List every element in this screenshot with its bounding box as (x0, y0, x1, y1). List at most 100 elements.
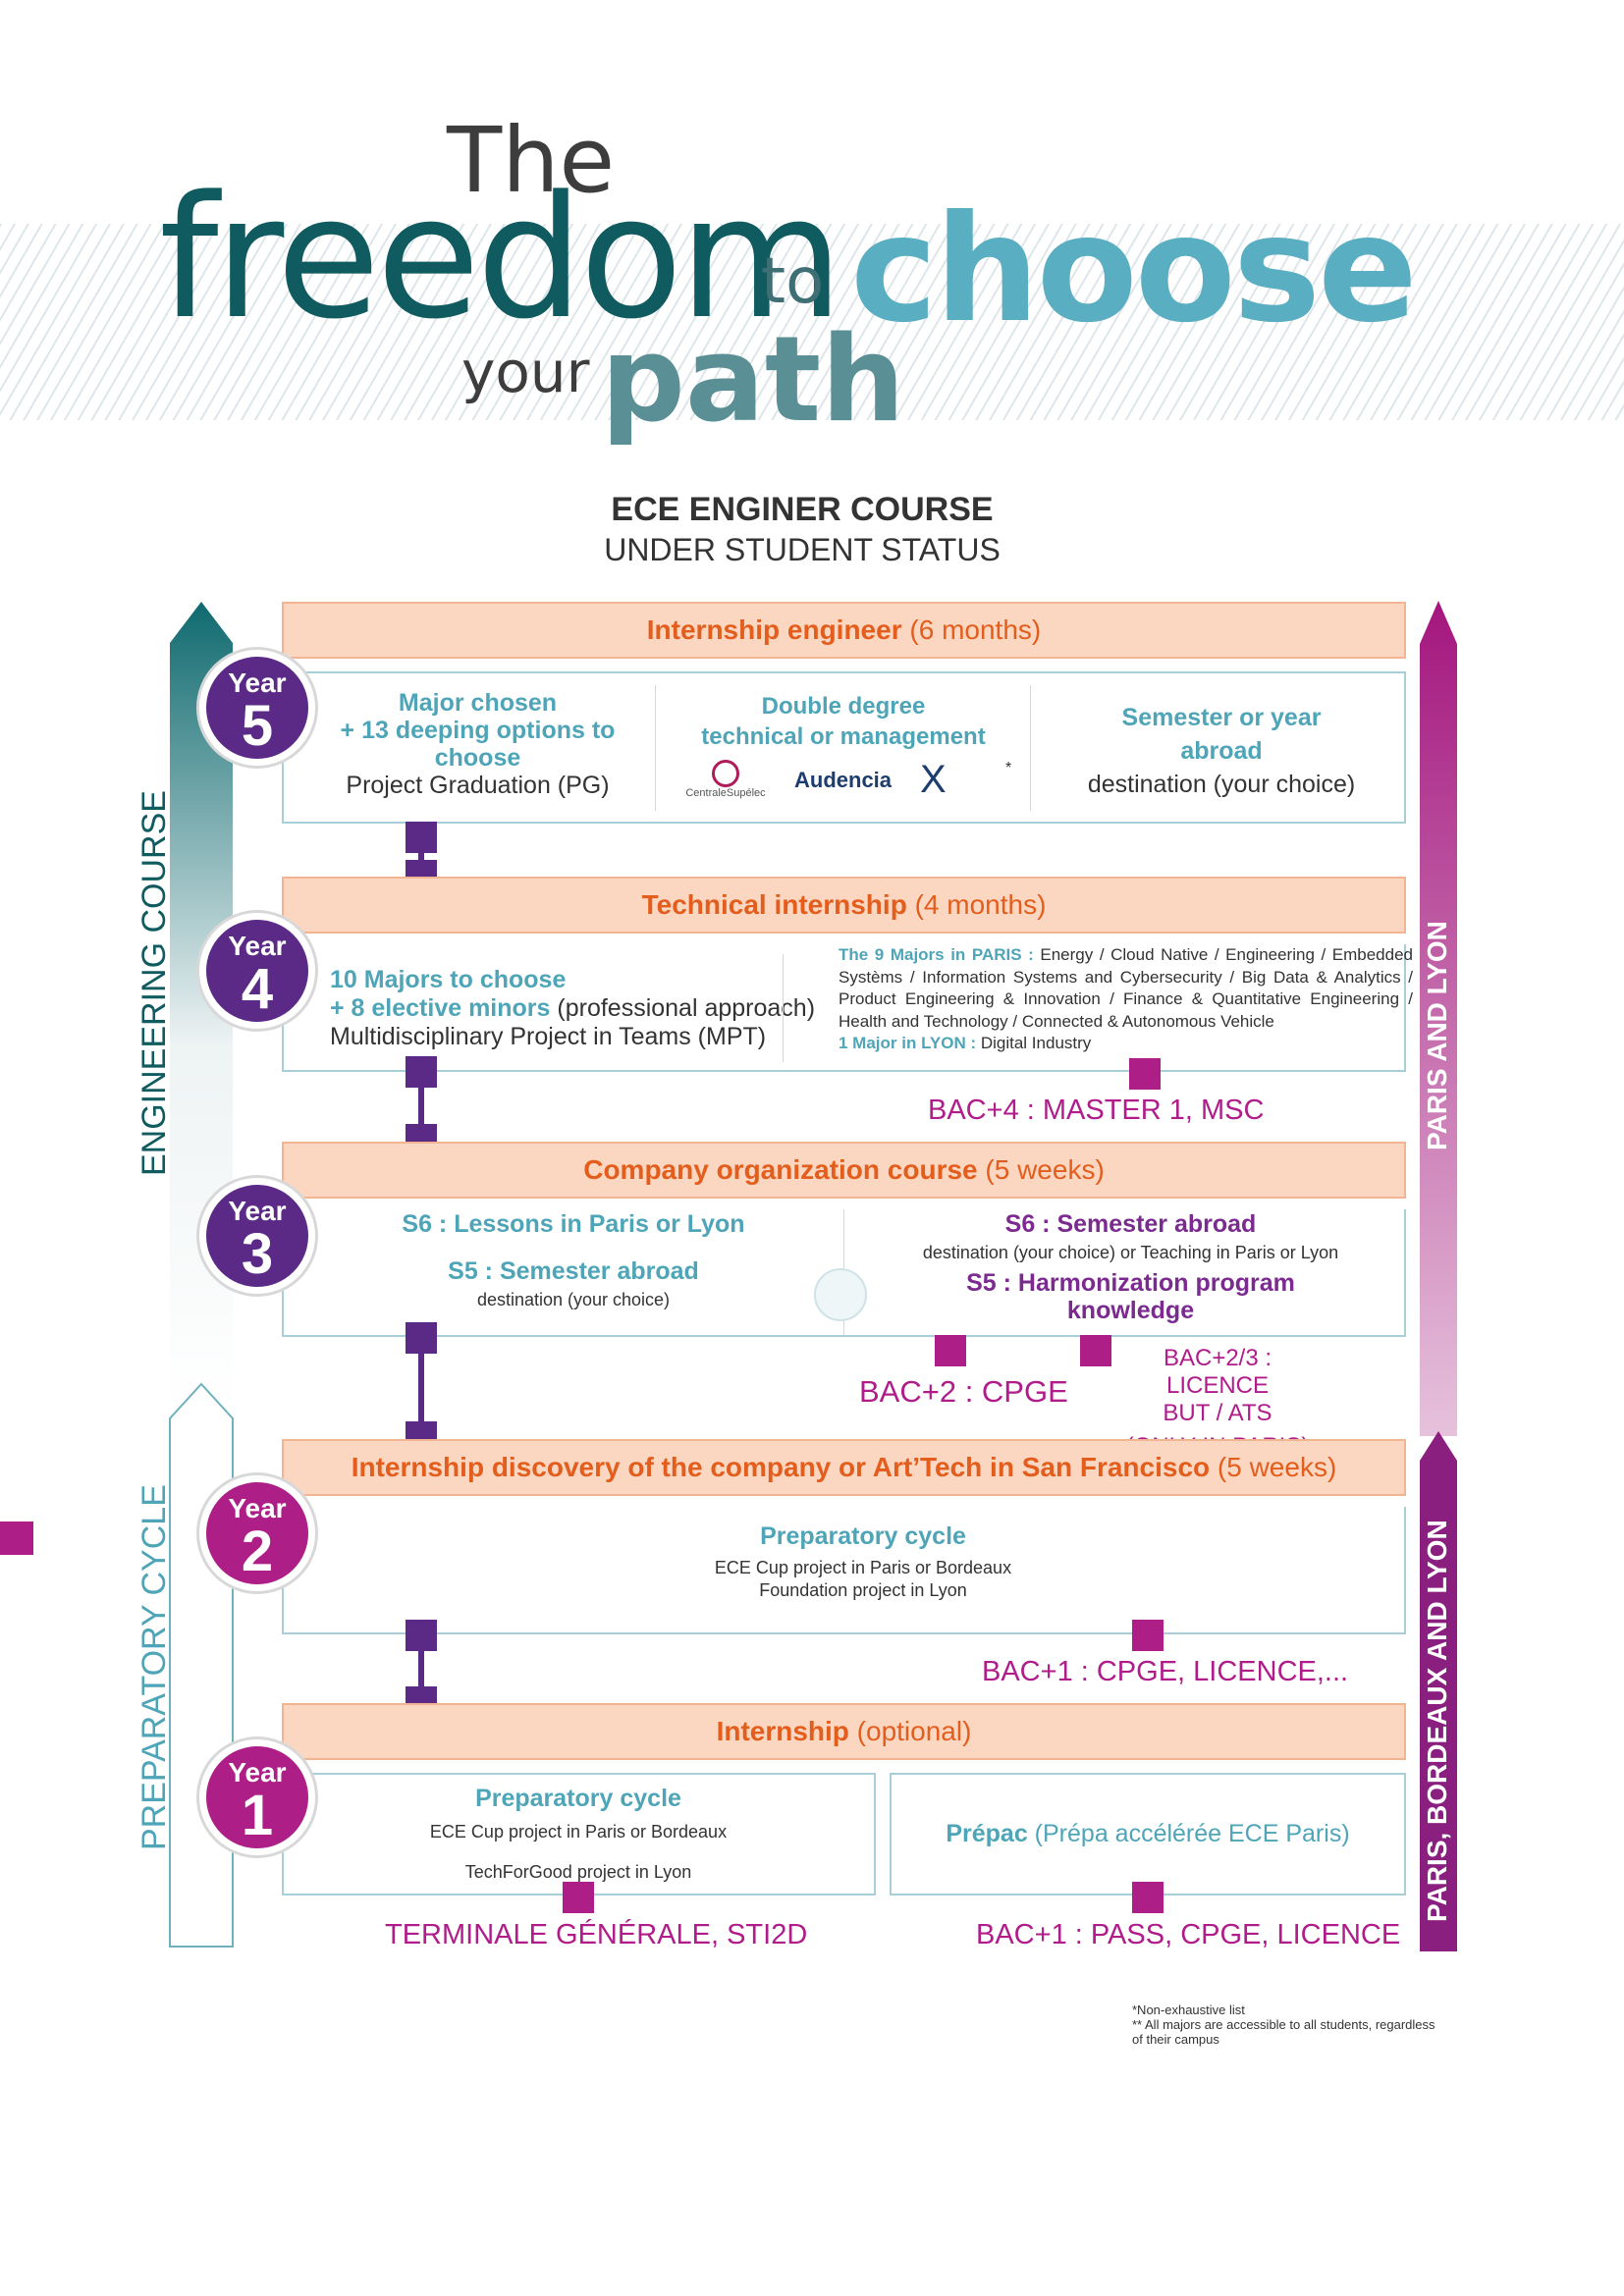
year4-left: 10 Majors to choose + 8 elective minors … (330, 966, 840, 1051)
year2-bar: Internship discovery of the company or A… (282, 1439, 1406, 1496)
label-preparatory-cycle: PREPARATORY CYCLE (135, 1484, 173, 1850)
year1-entry-left: TERMINALE GÉNÉRALE, STI2D (385, 1919, 808, 1950)
year1-left-marker (563, 1882, 594, 1913)
year5-bar: Internship engineer (6 months) (282, 602, 1406, 659)
logo-audencia: Audencia (794, 768, 893, 792)
year3-s5-harmonization: S5 : Harmonization program (966, 1269, 1295, 1297)
year4-badge-label: Year (228, 931, 287, 961)
logo-x: X (920, 758, 947, 801)
title-path: path (601, 312, 905, 449)
year3-s6-abroad: S6 : Semester abroad (1004, 1210, 1257, 1238)
year5-badge: Year 5 (199, 650, 315, 766)
year1-left-box: Preparatory cycle ECE Cup project in Par… (282, 1773, 876, 1896)
title-hatch-band (0, 224, 1624, 420)
year3-entry2-licence: BAC+2/3 : LICENCE (1163, 1345, 1272, 1399)
year5-major-chosen: Major chosen (398, 689, 558, 717)
year4-mpt: Multidisciplinary Project in Teams (MPT) (330, 1023, 767, 1050)
year5-tech-mgmt: technical or management (701, 723, 986, 750)
connector-3-2-line (418, 1347, 424, 1425)
connector-2-1-line (418, 1644, 424, 1691)
globe-icon (814, 1268, 867, 1321)
course-title: ECE ENGINER COURSE (611, 491, 994, 528)
label-paris-bordeaux-lyon: PARIS, BORDEAUX AND LYON (1422, 1520, 1452, 1922)
year2-content: Preparatory cycle ECE Cup project in Par… (578, 1521, 1148, 1601)
year1-techforgood: TechForGood project in Lyon (464, 1862, 692, 1882)
edge-marker (0, 1522, 33, 1555)
year4-divider (783, 954, 784, 1062)
year4-badge-number: 4 (241, 957, 274, 1021)
year4-minors: + 8 elective minors (professional approa… (330, 994, 816, 1022)
year3-entry1-marker (935, 1335, 966, 1366)
year5-semester-abroad: Semester or year (1121, 704, 1322, 731)
year3-s6-lessons: S6 : Lessons in Paris or Lyon (402, 1210, 745, 1238)
right-arrow-graphic (1420, 601, 1457, 1951)
title-choose: choose (850, 185, 1418, 355)
title-the: The (447, 108, 616, 213)
year1-right-marker (1132, 1882, 1164, 1913)
year4-box: 10 Majors to choose + 8 elective minors … (282, 944, 1413, 1072)
connector-5-4-line (418, 844, 424, 872)
year2-badge-label: Year (228, 1493, 287, 1523)
title-your: your (461, 339, 590, 405)
year3-badge-label: Year (228, 1196, 287, 1226)
year5-options: + 13 deeping options to (340, 717, 616, 744)
year5-asterisk: * (1005, 760, 1012, 776)
year2-foundation: Foundation project in Lyon (759, 1580, 967, 1600)
year5-col1: Major chosen + 13 deeping options to cho… (313, 689, 642, 799)
logo-centrale-text: CentraleSupélec (685, 787, 766, 799)
footnote-3: of their campus (1132, 2032, 1219, 2047)
course-subtitle: UNDER STUDENT STATUS (604, 532, 1001, 567)
year1-prepac: Prépac (Prépa accélérée ECE Paris) (946, 1820, 1350, 1847)
year3-s5-destination: destination (your choice) (476, 1290, 671, 1309)
year3-badge: Year 3 (199, 1178, 315, 1294)
year2-entry: BAC+1 : CPGE, LICENCE,... (982, 1656, 1349, 1687)
label-paris-lyon: PARIS AND LYON (1422, 921, 1452, 1150)
year5-badge-label: Year (228, 667, 287, 698)
year1-left-content: Preparatory cycle ECE Cup project in Par… (313, 1783, 843, 1883)
year1-entry-right: BAC+1 : PASS, CPGE, LICENCE (976, 1919, 1401, 1950)
year5-abroad: abroad (1180, 737, 1263, 765)
year4-entry: BAC+4 : MASTER 1, MSC (928, 1095, 1265, 1126)
title-freedom: freedom (159, 159, 843, 356)
label-engineering-course: ENGINEERING COURSE (135, 790, 173, 1176)
year3-bar: Company organization course (5 weeks) (282, 1142, 1406, 1199)
year3-badge-number: 3 (241, 1222, 274, 1286)
year1-badge-number: 1 (241, 1784, 274, 1847)
footnote-1: *Non-exhaustive list (1132, 2002, 1245, 2017)
year1-right-box: Prépac (Prépa accélérée ECE Paris) (890, 1773, 1406, 1896)
footnote-2: ** All majors are accessible to all stud… (1132, 2017, 1435, 2032)
year5-divider-1 (655, 685, 656, 811)
year5-options-2: choose (434, 744, 521, 772)
year4-bar: Technical internship (4 months) (282, 877, 1406, 934)
year4-entry-marker (1129, 1058, 1161, 1090)
year5-box: Major chosen + 13 deeping options to cho… (282, 671, 1406, 824)
year3-box: S6 : Lessons in Paris or Lyon S5 : Semes… (282, 1209, 1406, 1337)
year3-left: S6 : Lessons in Paris or Lyon S5 : Semes… (343, 1209, 804, 1310)
year1-prep-cycle: Preparatory cycle (475, 1785, 681, 1812)
year3-right: S6 : Semester abroad destination (your c… (858, 1209, 1403, 1324)
year4-right: The 9 Majors in PARIS : Energy / Cloud N… (839, 945, 1413, 1052)
year2-prep-cycle: Preparatory cycle (760, 1522, 966, 1550)
year5-badge-number: 5 (241, 694, 274, 758)
year2-badge-number: 2 (241, 1520, 274, 1583)
connector-4-3-line (418, 1080, 424, 1127)
year2-badge: Year 2 (199, 1475, 315, 1591)
logo-centrale: CentraleSupélec (681, 760, 770, 799)
footnotes: *Non-exhaustive list ** All majors are a… (1132, 2002, 1476, 2047)
year2-ece-cup: ECE Cup project in Paris or Bordeaux (714, 1558, 1012, 1577)
year5-destination: destination (your choice) (1087, 771, 1356, 798)
year3-entry2-marker (1080, 1335, 1111, 1366)
year1-ece-cup: ECE Cup project in Paris or Bordeaux (429, 1822, 728, 1842)
year4-majors: 10 Majors to choose (330, 966, 567, 993)
year3-s6-destination: destination (your choice) or Teaching in… (922, 1243, 1339, 1262)
year3-entry2-but: BUT / ATS (1163, 1400, 1272, 1426)
year1-bar: Internship (optional) (282, 1703, 1406, 1760)
year5-col3: Semester or year abroad destination (you… (1040, 701, 1403, 801)
year4-badge: Year 4 (199, 913, 315, 1029)
title-to: to (761, 245, 825, 318)
year1-badge-label: Year (228, 1757, 287, 1788)
year5-pg: Project Graduation (PG) (346, 772, 610, 799)
year2-box: Preparatory cycle ECE Cup project in Par… (282, 1507, 1406, 1634)
year3-knowledge: knowledge (1066, 1297, 1195, 1324)
year3-s5-abroad: S5 : Semester abroad (448, 1257, 699, 1285)
